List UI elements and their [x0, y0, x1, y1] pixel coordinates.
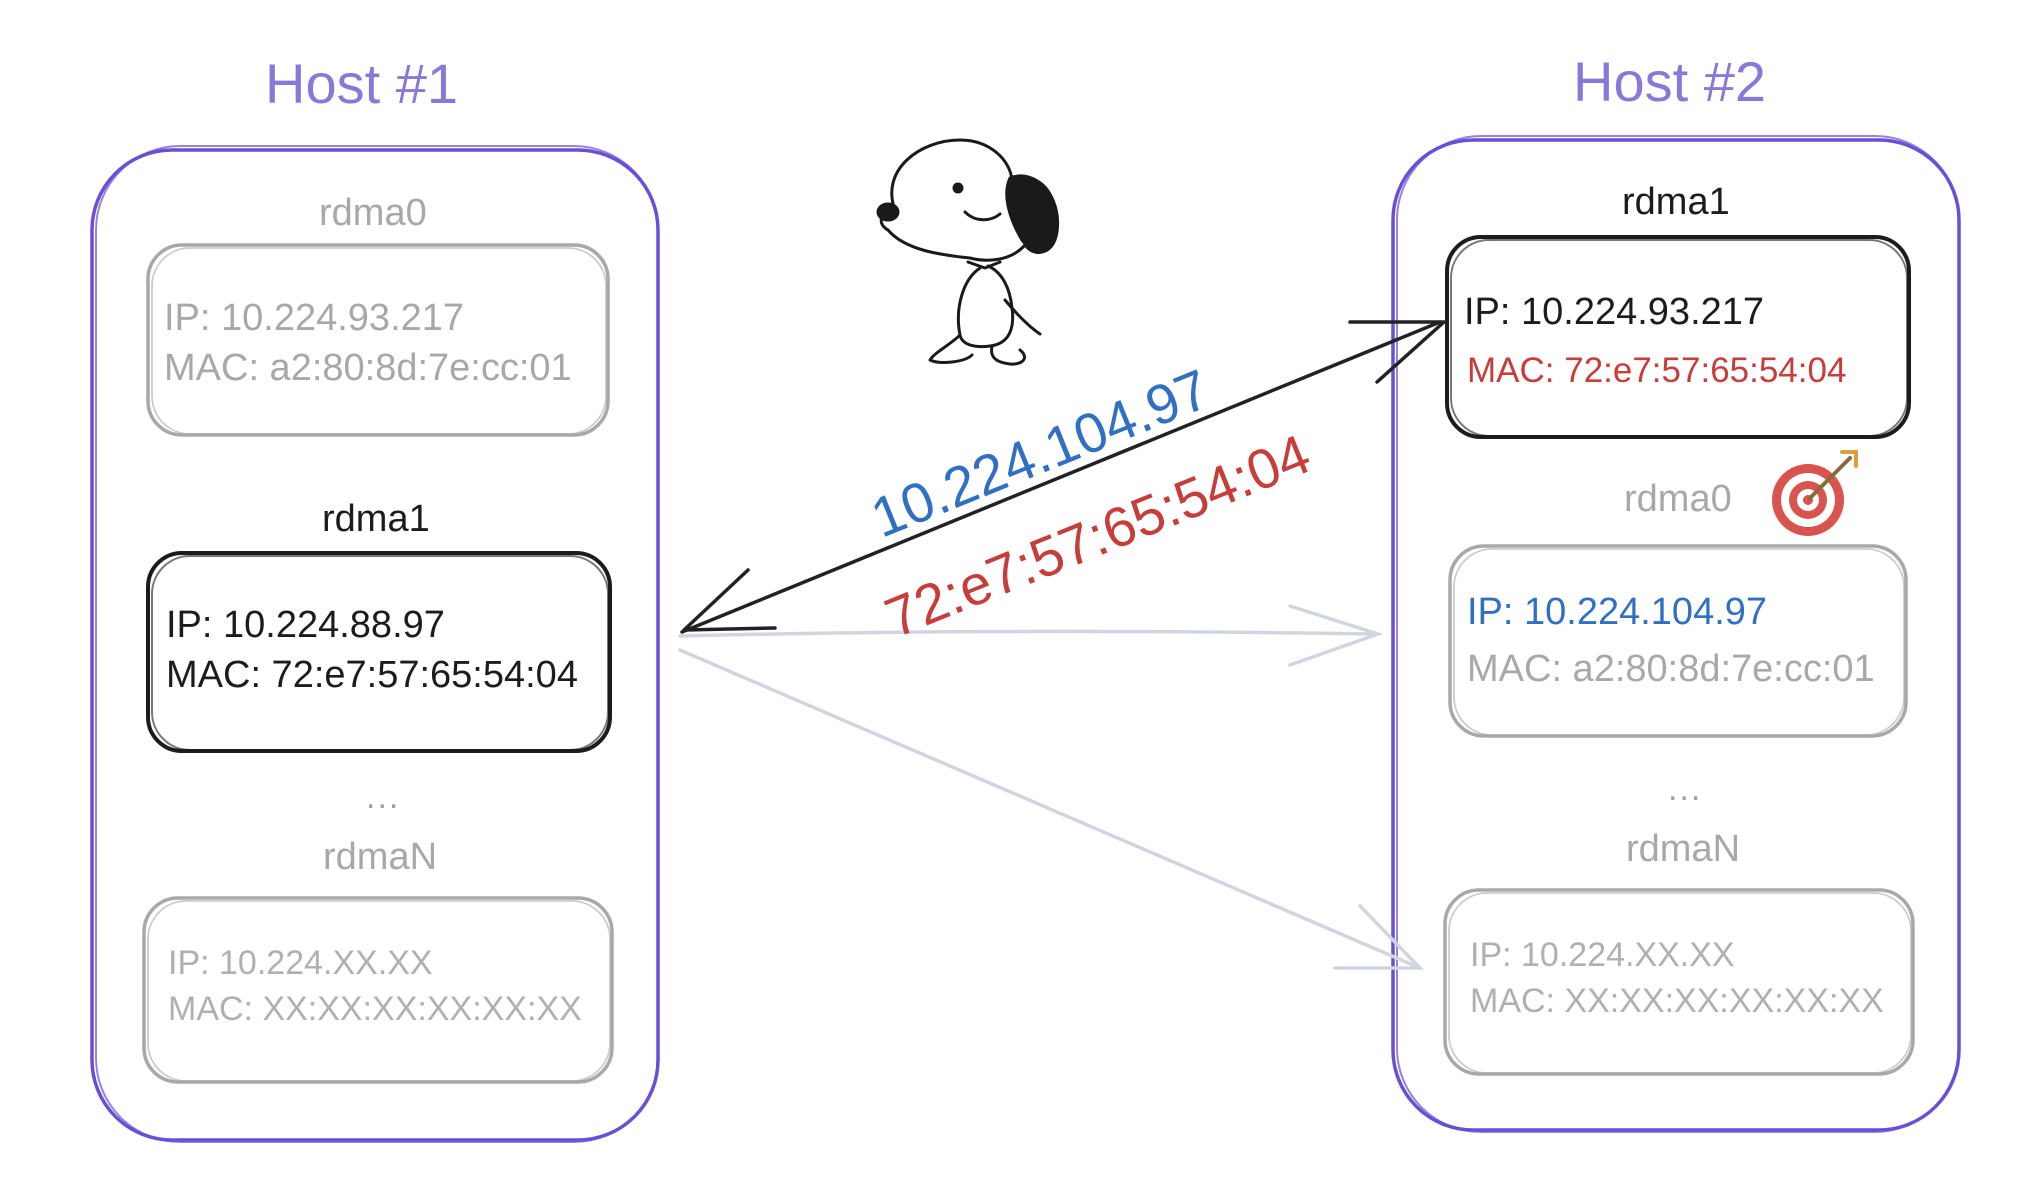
host2-rdma0-ip: IP: 10.224.104.97 [1467, 591, 1768, 633]
target-icon [1772, 450, 1858, 536]
host1-rdma0-mac: MAC: a2:80:8d:7e:cc:01 [164, 347, 572, 389]
host1-title: Host #1 [265, 52, 458, 115]
host1-rdma1-name: rdma1 [322, 498, 430, 540]
host1-rdma0-box [146, 243, 610, 437]
host2-rdma1-box [1445, 235, 1911, 439]
host2-rdma1-mac: MAC: 72:e7:57:65:54:04 [1467, 351, 1847, 390]
host2-rdma0-mac: MAC: a2:80:8d:7e:cc:01 [1467, 648, 1875, 690]
host1-rdma0-ip: IP: 10.224.93.217 [164, 297, 465, 339]
host2-container [1391, 135, 1961, 1133]
faint-arrow-to-rdmaN [678, 648, 1425, 970]
host2-rdma1-name: rdma1 [1622, 181, 1730, 223]
host2-rdma0-box [1448, 544, 1908, 738]
host2-rdmaN-ip: IP: 10.224.XX.XX [1470, 936, 1735, 974]
host1-rdma1-ip: IP: 10.224.88.97 [166, 604, 445, 646]
snoopy-icon [876, 138, 1060, 366]
host2-ellipsis: ... [1668, 770, 1703, 808]
host2-rdmaN-box [1443, 888, 1915, 1076]
host1-rdma1-mac: MAC: 72:e7:57:65:54:04 [166, 654, 578, 696]
host2-title: Host #2 [1573, 50, 1766, 113]
host1-rdma0-name: rdma0 [319, 192, 427, 234]
link-arrow [680, 320, 1446, 634]
faint-arrow-to-rdma0 [678, 604, 1384, 667]
host1-ellipsis: ... [366, 778, 401, 816]
host1-rdmaN-mac: MAC: XX:XX:XX:XX:XX:XX [168, 990, 582, 1028]
host1-container [90, 145, 660, 1143]
host2-rdma0-name: rdma0 [1624, 478, 1732, 520]
host1-rdmaN-box [142, 896, 614, 1084]
host1-rdma1-box [146, 551, 612, 753]
host2-rdmaN-name: rdmaN [1626, 828, 1741, 870]
host2-rdma1-ip: IP: 10.224.93.217 [1464, 291, 1765, 333]
host2-rdmaN-mac: MAC: XX:XX:XX:XX:XX:XX [1470, 982, 1884, 1020]
host1-rdmaN-name: rdmaN [323, 836, 438, 878]
host1-rdmaN-ip: IP: 10.224.XX.XX [168, 944, 433, 982]
